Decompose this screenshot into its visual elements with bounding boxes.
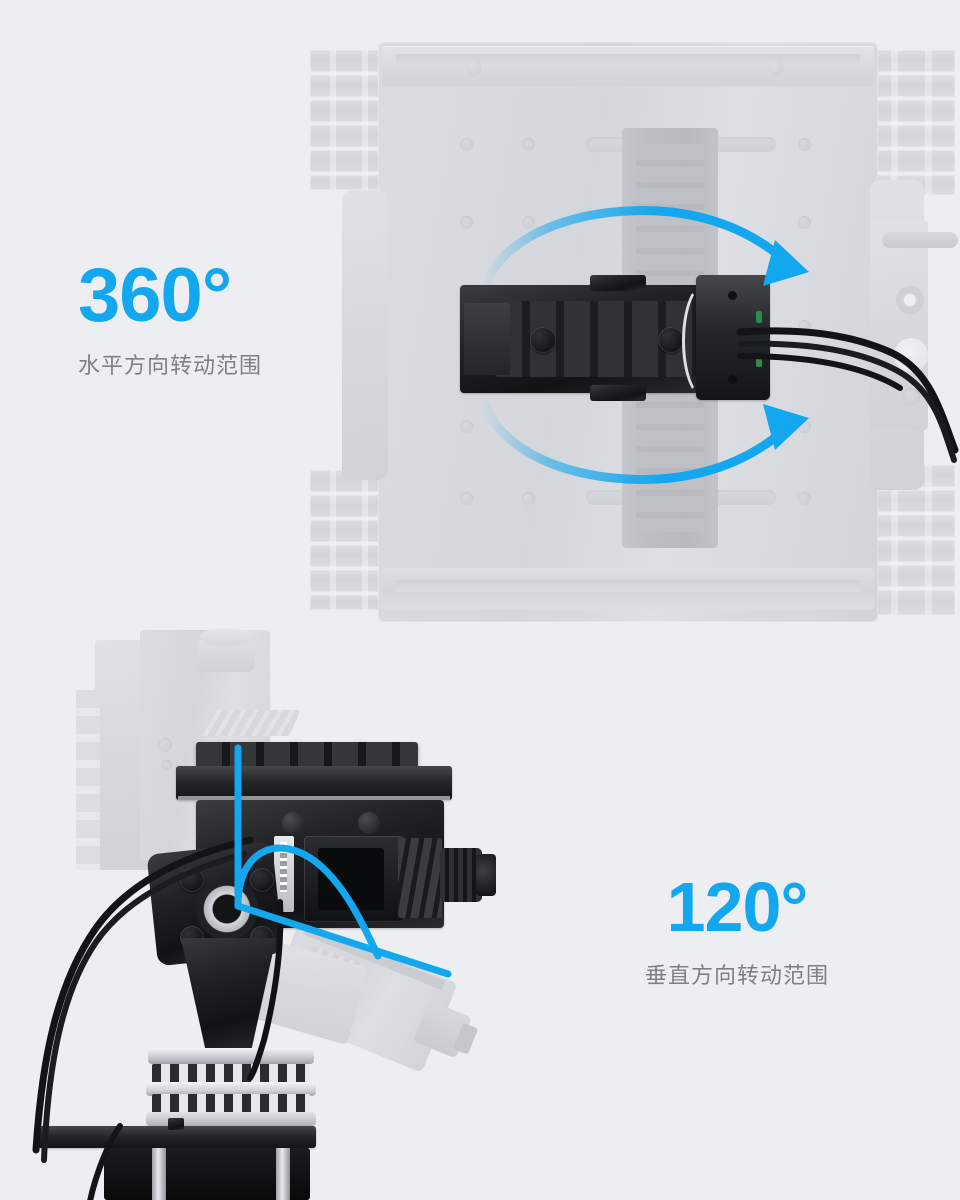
mount-hole xyxy=(460,420,473,433)
mast-plate xyxy=(95,640,175,870)
hinge-nub xyxy=(590,275,646,291)
mount-slot xyxy=(586,137,652,152)
bracket-screw xyxy=(728,375,737,384)
chassis-screw xyxy=(466,60,482,76)
ghost-hole xyxy=(162,760,172,770)
antenna-connector xyxy=(882,232,958,248)
mount-slot xyxy=(710,490,776,505)
bracket-screw xyxy=(728,291,737,300)
slew-bearing-upper-ring xyxy=(148,1048,314,1064)
sensor-cable xyxy=(247,899,284,1081)
bracket-arc-highlight xyxy=(682,283,728,399)
pan-tilt-side-view xyxy=(0,620,620,1200)
ghost-motor-boss xyxy=(197,638,255,672)
annotation-vertical-rotation: 120° 垂直方向转动范围 xyxy=(645,872,829,990)
rotation-caption-horizontal: 水平方向转动范围 xyxy=(78,353,263,378)
mount-hole xyxy=(798,138,811,151)
yoke-screw xyxy=(250,868,274,892)
body-screw xyxy=(358,812,380,834)
ghost-motor-boss-top xyxy=(200,628,252,646)
ribbon-pins xyxy=(280,842,287,892)
bearing-ball-race-bottom xyxy=(152,1094,310,1114)
hex-screw xyxy=(658,327,684,353)
hex-screw xyxy=(530,327,556,353)
body-screw xyxy=(282,812,304,834)
standoff-post xyxy=(276,1148,290,1200)
rotation-value-120: 120° xyxy=(666,868,809,946)
slew-bearing-lower-ring xyxy=(146,1112,316,1126)
side-io-panel xyxy=(870,220,928,430)
circular-rotation-arrows-icon xyxy=(478,206,809,484)
track-left-front xyxy=(310,50,396,190)
camera-cable-bundle xyxy=(736,327,959,463)
status-led-icon xyxy=(756,311,762,323)
mount-hole xyxy=(460,138,473,151)
rail-left-block xyxy=(464,303,510,375)
annotation-horizontal-rotation: 360° 水平方向转动范围 xyxy=(78,258,262,380)
mount-slot xyxy=(710,137,776,152)
panel-hole xyxy=(902,388,920,406)
camera-module-top xyxy=(460,275,770,401)
lens-front-element xyxy=(476,854,496,896)
tilt-angle-indicator-icon xyxy=(234,744,452,978)
chassis-rail-bottom-groove xyxy=(396,580,860,592)
track-right-rear xyxy=(865,465,955,615)
dc-jack-icon xyxy=(896,286,924,314)
bearing-ball-race-top xyxy=(152,1064,310,1084)
tank-chassis-top-view xyxy=(300,20,960,640)
mount-plate-tab xyxy=(168,1118,184,1130)
chassis-rail-top-groove xyxy=(396,54,860,66)
mount-hole xyxy=(798,492,811,505)
mount-hole xyxy=(522,138,535,151)
track-right-front xyxy=(865,50,955,195)
chassis-screw xyxy=(768,60,784,76)
camera-top-plate xyxy=(176,766,452,800)
rotation-value-360: 360° xyxy=(78,253,232,338)
mount-hole xyxy=(460,492,473,505)
mount-slot xyxy=(586,490,652,505)
rotation-caption-vertical: 垂直方向转动范围 xyxy=(645,963,830,988)
ghost-hole xyxy=(158,738,172,752)
chassis-wing-right xyxy=(870,180,924,490)
mount-hole xyxy=(522,216,535,229)
hinge-nub xyxy=(590,385,646,401)
lens-barrel xyxy=(440,848,482,902)
mount-hole xyxy=(798,216,811,229)
slew-bearing-mid-ring xyxy=(146,1082,316,1096)
heatsink-fins xyxy=(398,838,442,918)
top-picatinny-rail xyxy=(196,742,418,768)
mount-hole xyxy=(460,216,473,229)
motor-cable xyxy=(32,836,254,1200)
mount-hole xyxy=(522,492,535,505)
chassis-wing-left xyxy=(342,190,388,480)
chassis-rail-top xyxy=(382,46,874,86)
mast-rail-teeth xyxy=(76,690,100,870)
top-plate-edge-highlight xyxy=(178,796,450,800)
track-left-rear xyxy=(310,470,396,610)
status-led-icon xyxy=(756,355,762,367)
chassis-rail-bottom xyxy=(382,568,874,610)
